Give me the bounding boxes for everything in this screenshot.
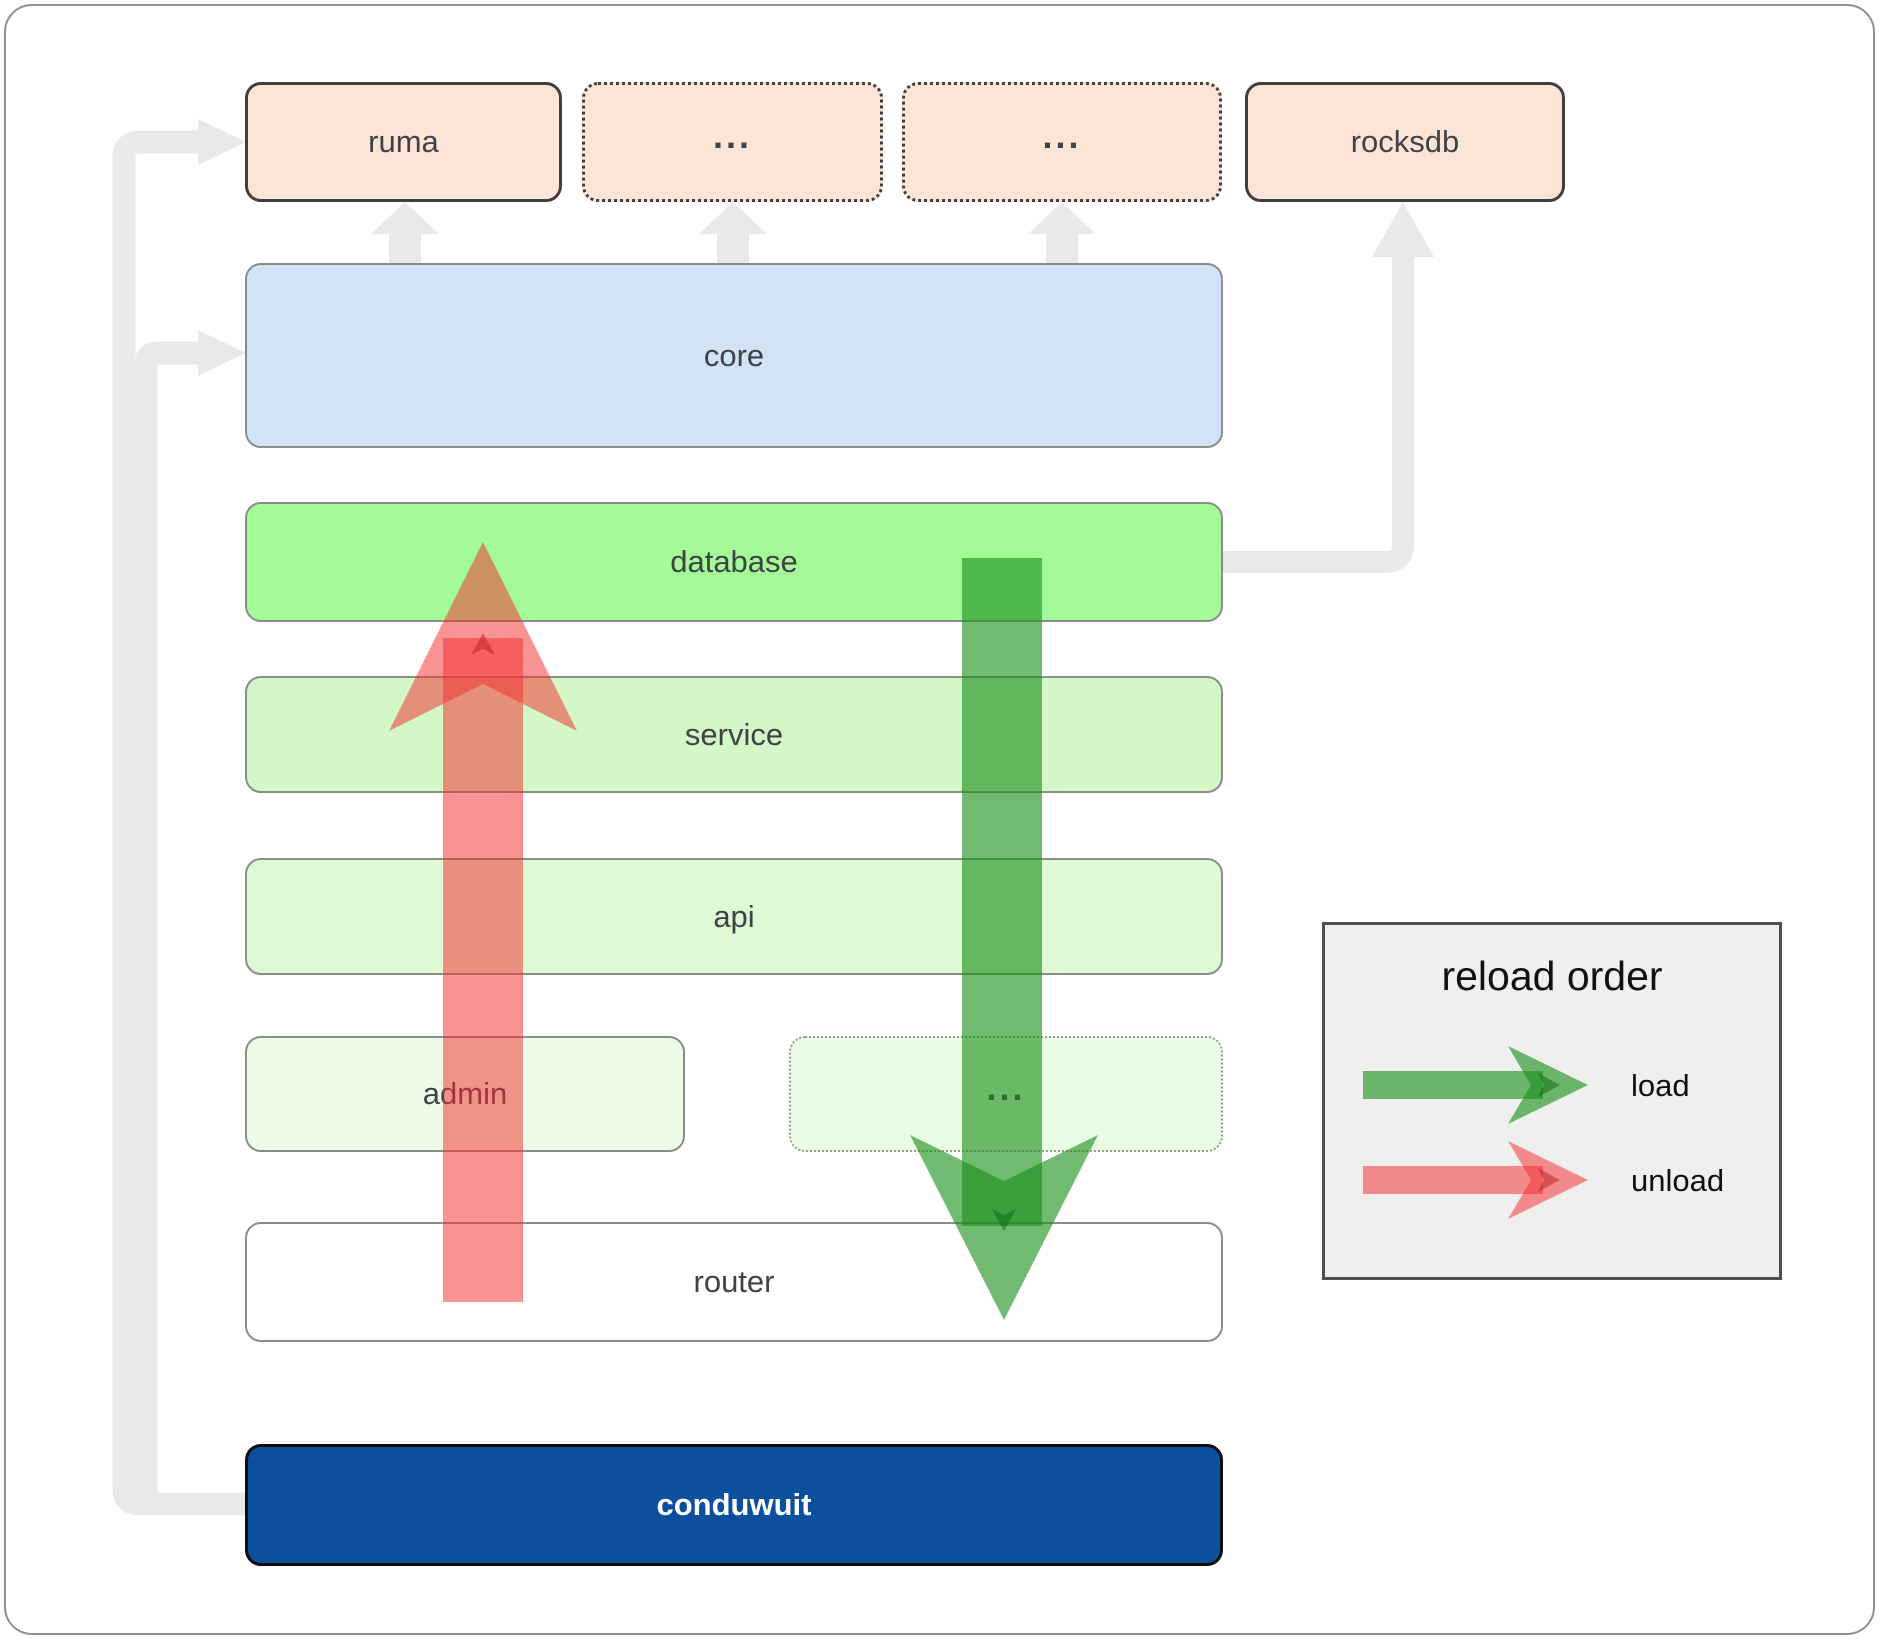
box-ellipsis-mid-label: ... <box>986 1067 1026 1109</box>
box-api-label: api <box>713 898 755 934</box>
box-ellipsis-top-2: ... <box>902 82 1222 202</box>
box-ruma: ruma <box>245 82 562 202</box>
box-conduwuit-label: conduwuit <box>656 1487 812 1522</box>
box-conduwuit: conduwuit <box>245 1444 1223 1566</box>
box-admin-label: admin <box>422 1076 508 1111</box>
box-router: router <box>245 1222 1223 1342</box>
box-service: service <box>245 676 1223 793</box>
box-router-label: router <box>693 1264 775 1299</box>
box-core-label: core <box>703 337 765 373</box>
diagram-border <box>4 4 1875 1635</box>
box-rocksdb-label: rocksdb <box>1350 124 1460 159</box>
box-database: database <box>245 502 1223 622</box>
box-service-label: service <box>684 716 784 752</box>
box-api: api <box>245 858 1223 975</box>
box-database-label: database <box>670 544 798 579</box>
box-ellipsis-top-2-label: ... <box>1042 115 1082 157</box>
box-ruma-label: ruma <box>368 124 439 159</box>
box-ellipsis-top-1-label: ... <box>712 115 752 157</box>
box-ellipsis-mid: ... <box>789 1036 1223 1152</box>
box-core: core <box>245 263 1223 448</box>
box-ellipsis-top-1: ... <box>582 82 883 202</box>
legend: reload order load unload <box>1322 922 1782 1280</box>
legend-title: reload order <box>1441 953 1663 999</box>
legend-unload-label: unload <box>1631 1163 1725 1198</box>
box-rocksdb: rocksdb <box>1245 82 1565 202</box>
legend-load-label: load <box>1631 1068 1690 1103</box>
box-admin: admin <box>245 1036 685 1152</box>
